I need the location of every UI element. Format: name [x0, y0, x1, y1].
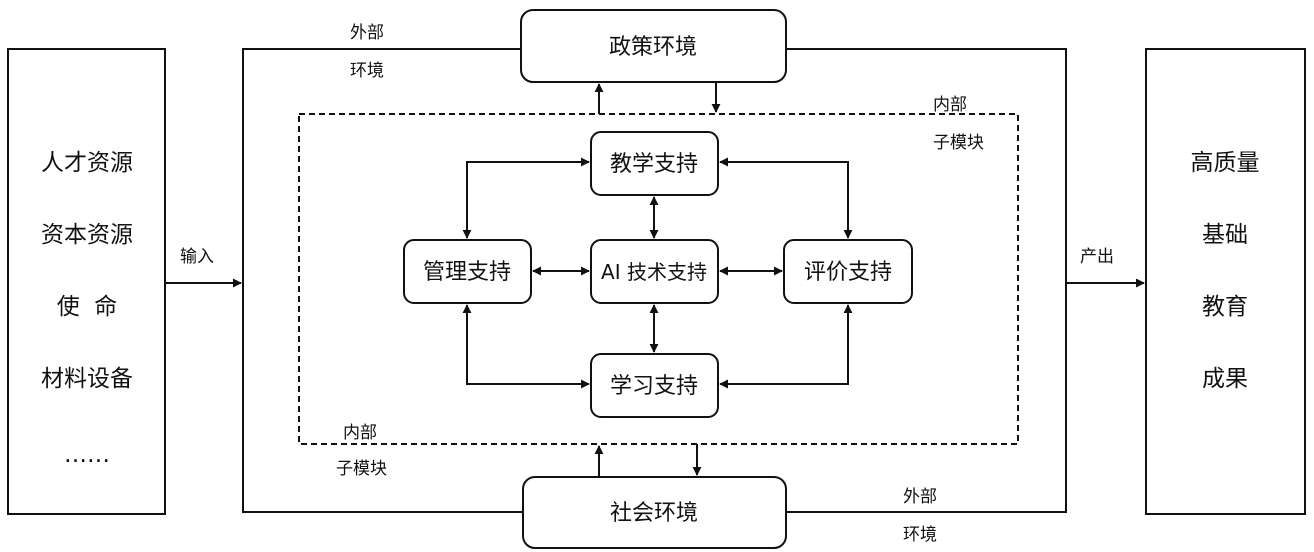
teaching-support-box: 教学支持 [590, 131, 719, 196]
connector-management-teaching [462, 157, 590, 239]
outer-env-label-bottom-2: 环境 [903, 525, 937, 545]
teaching-support-label: 教学支持 [610, 152, 698, 177]
evaluation-support-box: 评价支持 [783, 239, 913, 304]
input-item-materials: 材料设备 [41, 366, 133, 392]
outer-env-label-top-2: 环境 [350, 61, 384, 81]
policy-environment-label: 政策环境 [609, 35, 697, 60]
social-environment-label: 社会环境 [610, 501, 698, 526]
input-resources-panel: 人才资源 资本资源 使 命 材料设备 …… [7, 48, 166, 515]
connector-learning-evaluation [719, 304, 853, 389]
output-results-panel: 高质量 基础 教育 成果 [1145, 48, 1306, 515]
evaluation-support-label: 评价支持 [804, 260, 892, 285]
output-item-3: 教育 [1202, 294, 1248, 320]
output-item-4: 成果 [1202, 366, 1248, 392]
input-item-mission: 使 命 [57, 294, 118, 320]
input-label: 输入 [180, 247, 214, 267]
policy-environment-box: 政策环境 [520, 9, 787, 83]
connector-teaching-evaluation [719, 157, 853, 239]
outer-env-label-bottom-1: 外部 [903, 487, 937, 507]
outer-env-label-top-1: 外部 [350, 23, 384, 43]
output-label: 产出 [1080, 247, 1114, 267]
output-item-1: 高质量 [1191, 150, 1260, 176]
output-item-2: 基础 [1202, 222, 1248, 248]
inner-label-top-1: 内部 [933, 95, 967, 115]
ai-tech-support-label: AI 技术支持 [601, 260, 707, 284]
management-support-label: 管理支持 [423, 260, 511, 285]
ai-tech-support-box: AI 技术支持 [590, 239, 719, 304]
management-support-box: 管理支持 [403, 239, 532, 304]
learning-support-label: 学习支持 [610, 374, 698, 399]
inner-label-bottom-1: 内部 [343, 423, 377, 443]
inner-submodule-frame [298, 113, 1019, 445]
input-item-talent: 人才资源 [41, 150, 133, 176]
social-environment-box: 社会环境 [522, 476, 787, 549]
input-item-more: …… [64, 442, 110, 468]
connector-management-learning [462, 304, 590, 389]
learning-support-box: 学习支持 [590, 353, 719, 418]
inner-label-bottom-2: 子模块 [336, 459, 387, 479]
input-item-capital: 资本资源 [41, 222, 133, 248]
inner-label-top-2: 子模块 [933, 133, 984, 153]
